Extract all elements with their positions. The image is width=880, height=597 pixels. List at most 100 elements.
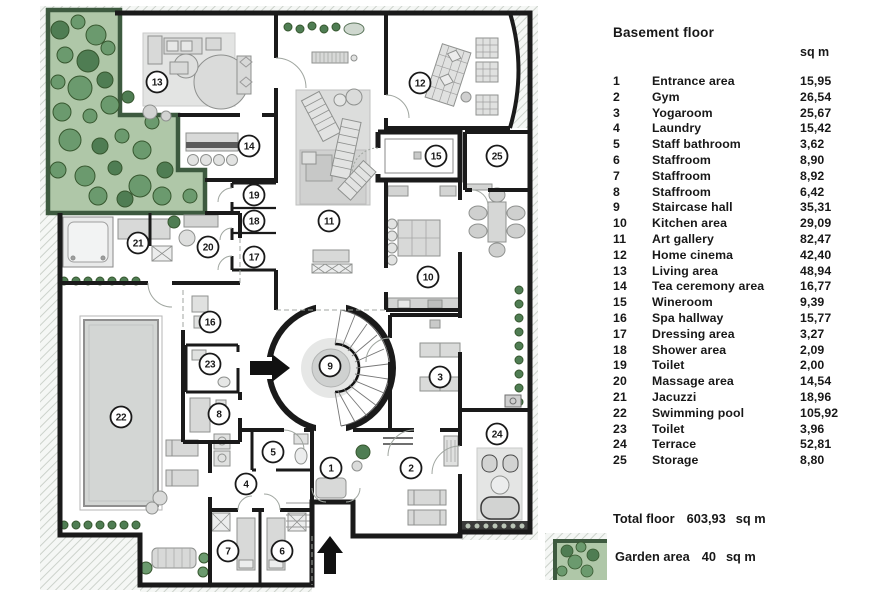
room-marker-17: 17 — [242, 245, 266, 269]
page-title: Basement floor — [613, 25, 715, 40]
legend-row-number: 13 — [613, 263, 627, 278]
svg-text:15: 15 — [431, 152, 442, 163]
legend-row-name: Home cinema — [652, 247, 734, 262]
legend-row-name: Laundry — [652, 121, 702, 136]
svg-text:18: 18 — [249, 217, 260, 228]
legend-row-name: Gym — [652, 89, 680, 104]
legend-row-area: 48,94 — [800, 263, 832, 278]
legend-row: 15 Wineroom 9,39 — [613, 295, 853, 311]
svg-text:2: 2 — [408, 464, 414, 475]
swimming-pool — [79, 315, 163, 511]
legend-row-number: 15 — [613, 295, 627, 310]
svg-text:8: 8 — [216, 410, 222, 421]
room-marker-1: 1 — [319, 456, 343, 480]
room-marker-24: 24 — [485, 422, 509, 446]
legend-row-area: 8,80 — [800, 453, 825, 468]
legend-row-name: Terrace — [652, 437, 697, 452]
legend-row-number: 2 — [613, 89, 620, 104]
svg-text:14: 14 — [244, 142, 255, 153]
svg-text:7: 7 — [225, 547, 231, 558]
legend-row-name: Yogaroom — [652, 105, 713, 120]
entrance-arrow-icon — [317, 536, 343, 574]
legend-row-name: Staircase hall — [652, 200, 733, 215]
svg-text:3: 3 — [437, 373, 443, 384]
room-marker-16: 16 — [198, 310, 222, 334]
legend-row-number: 25 — [613, 453, 627, 468]
arrows — [250, 354, 343, 574]
legend-row-name: Art gallery — [652, 231, 714, 246]
svg-text:4: 4 — [243, 480, 249, 491]
legend-row-name: Wineroom — [652, 295, 713, 310]
legend-row-area: 8,90 — [800, 152, 825, 167]
legend-row-name: Staffroom — [652, 152, 711, 167]
legend-row-area: 15,77 — [800, 310, 832, 325]
legend-row-area: 6,42 — [800, 184, 825, 199]
legend-row-number: 18 — [613, 342, 627, 357]
legend-row-name: Staffroom — [652, 184, 711, 199]
legend-row-area: 82,47 — [800, 231, 832, 246]
room-marker-8: 8 — [207, 402, 231, 426]
svg-text:20: 20 — [203, 243, 214, 254]
svg-text:16: 16 — [205, 318, 216, 329]
legend-row-area: 15,42 — [800, 121, 832, 136]
legend-row-area: 2,09 — [800, 342, 825, 357]
legend-row-area: 35,31 — [800, 200, 832, 215]
legend-row-area: 29,09 — [800, 216, 832, 231]
stair-direction-arrow-icon — [250, 354, 290, 382]
legend-row-name: Shower area — [652, 342, 727, 357]
legend-row-name: Spa hallway — [652, 310, 724, 325]
legend-row-number: 17 — [613, 326, 627, 341]
room-marker-10: 10 — [416, 265, 440, 289]
legend-row-name: Tea ceremony area — [652, 279, 765, 294]
legend-row-number: 7 — [613, 168, 620, 183]
room-marker-25: 25 — [485, 144, 509, 168]
legend-row-number: 9 — [613, 200, 620, 215]
legend-row-area: 9,39 — [800, 295, 825, 310]
legend-row-number: 4 — [613, 121, 620, 136]
legend-row-name: Staffroom — [652, 168, 711, 183]
legend-row: 9 Staircase hall 35,31 — [613, 200, 853, 216]
garden-area-unit: sq m — [725, 549, 756, 564]
room-marker-14: 14 — [237, 134, 261, 158]
legend-row-name: Storage — [652, 453, 699, 468]
legend-row-area: 16,77 — [800, 279, 832, 294]
legend-row-number: 24 — [613, 437, 627, 452]
svg-text:25: 25 — [492, 152, 503, 163]
room-marker-21: 21 — [126, 231, 150, 255]
svg-text:21: 21 — [133, 239, 144, 250]
svg-text:13: 13 — [152, 78, 163, 89]
garden-trees — [49, 14, 198, 208]
svg-text:24: 24 — [492, 430, 503, 441]
garden-swatch-trees — [556, 541, 600, 578]
legend-row-number: 10 — [613, 216, 627, 231]
floorplan: 1234567891011121314151617181920212223242… — [40, 6, 538, 592]
svg-text:12: 12 — [415, 79, 426, 90]
legend-row-name: Dressing area — [652, 326, 735, 341]
legend-row-area: 14,54 — [800, 374, 832, 389]
svg-text:10: 10 — [423, 273, 434, 284]
legend-row-area: 25,67 — [800, 105, 832, 120]
garden-area — [45, 7, 208, 216]
legend-row-area: 42,40 — [800, 247, 832, 262]
total-floor-unit: sq m — [735, 511, 766, 526]
svg-text:11: 11 — [324, 217, 335, 228]
legend-row-number: 20 — [613, 374, 627, 389]
svg-text:19: 19 — [249, 191, 260, 202]
room-marker-23: 23 — [198, 352, 222, 376]
legend-row-area: 105,92 — [800, 405, 839, 420]
legend-row-area: 18,96 — [800, 389, 832, 404]
